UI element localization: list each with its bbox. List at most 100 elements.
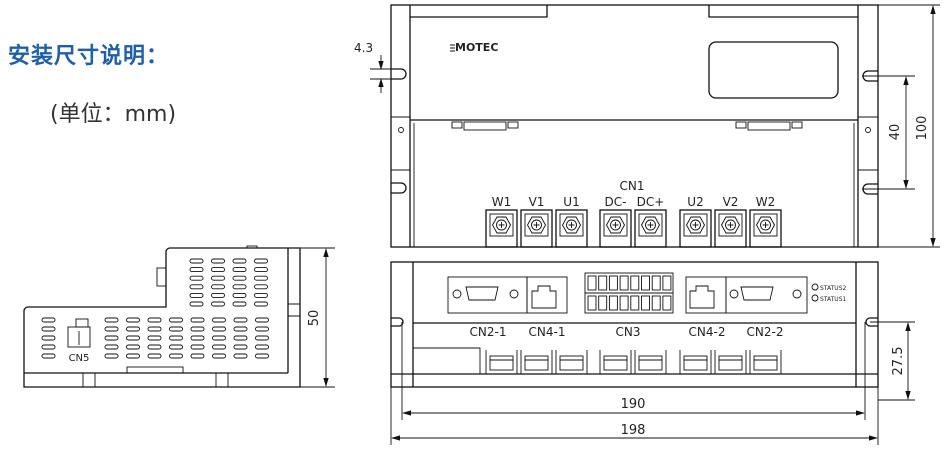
vent-slot — [233, 317, 248, 323]
terminal-label: V1 — [529, 195, 545, 209]
dim-50: 50 — [307, 310, 322, 327]
dim-slot: 4.3 — [354, 41, 373, 55]
vent-slot — [233, 353, 248, 359]
cn3-label: CN3 — [616, 325, 641, 339]
vent-slot — [41, 344, 56, 350]
vent-slot — [189, 258, 204, 264]
terminal-u2: U2 — [679, 195, 712, 248]
vent-slot — [254, 301, 268, 307]
cn4-1-label: CN4-1 — [529, 325, 566, 339]
vent-slot — [211, 258, 225, 264]
vent-slot — [254, 258, 268, 264]
vent-slot — [211, 284, 225, 290]
dim-40: 40 — [888, 124, 903, 141]
vent-slot — [212, 353, 226, 359]
top-view: MOTEC CN1 W1 V1 U1 DC- DC+ U2 V2 W2 4.3 40 100 — [354, 4, 940, 248]
vent-slot — [232, 284, 247, 290]
vent-slot — [126, 317, 140, 323]
unit-label: (单位：mm) — [50, 102, 177, 127]
vent-slot — [104, 335, 119, 341]
vent-slot — [255, 344, 269, 350]
screw-icon — [561, 216, 582, 234]
dim-198: 198 — [621, 423, 646, 438]
cn4-2-label: CN4-2 — [689, 325, 726, 339]
vent-slot — [41, 353, 56, 359]
vent-slot — [41, 326, 56, 332]
vent-slot — [41, 335, 56, 341]
terminal-u1: U1 — [555, 195, 588, 248]
screw-icon — [526, 216, 547, 234]
screw-icon — [640, 216, 661, 234]
vent-slot — [169, 326, 183, 332]
mount-slot — [391, 68, 407, 80]
screw-icon — [605, 216, 626, 234]
vent-slot — [232, 301, 247, 307]
vent-slot — [232, 292, 247, 298]
vent-slot — [211, 301, 225, 307]
vent-slot — [169, 353, 183, 359]
vent-slot — [232, 258, 247, 264]
vent-slot — [104, 326, 119, 332]
vent-slot — [126, 344, 140, 350]
vent-slot — [190, 326, 205, 332]
vent-slot — [147, 335, 162, 341]
terminal-dc+: DC+ — [634, 195, 667, 248]
vent-slot — [254, 284, 268, 290]
vent-slot — [254, 292, 268, 298]
terminal-label: U1 — [563, 195, 579, 209]
vent-slot — [212, 326, 226, 332]
vent-slot — [104, 317, 119, 323]
dim-100: 100 — [915, 116, 930, 141]
cn2-2-label: CN2-2 — [747, 325, 784, 339]
status1-label: STATUS1 — [820, 296, 847, 303]
dim-27-5: 27.5 — [891, 347, 906, 376]
vent-slot — [190, 335, 205, 341]
mount-slot — [391, 182, 407, 194]
side-view: CN5 50 — [23, 245, 335, 388]
vent-slot — [126, 335, 140, 341]
cn5-label: CN5 — [69, 353, 90, 364]
display-window — [708, 41, 839, 99]
vent-slot — [233, 335, 248, 341]
terminal-label: W1 — [492, 195, 512, 209]
vent-slot — [255, 335, 269, 341]
vent-slot — [169, 317, 183, 323]
vent-slot — [211, 267, 225, 273]
screw-icon — [720, 216, 741, 234]
terminal-v2: V2 — [714, 195, 747, 248]
vent-slot — [190, 317, 205, 323]
dim-190: 190 — [621, 397, 646, 412]
vent-slot — [169, 344, 183, 350]
vent-slot — [189, 301, 204, 307]
terminal-label: DC+ — [637, 195, 665, 209]
motec-logo: MOTEC — [455, 41, 498, 54]
vent-slot — [232, 267, 247, 273]
screw-icon — [685, 216, 706, 234]
vent-slot — [211, 275, 225, 281]
terminal-dc-: DC- — [599, 195, 632, 248]
vent-slot — [190, 344, 205, 350]
page-title: 安装尺寸说明： — [8, 44, 170, 69]
vent-slot — [126, 353, 140, 359]
terminal-label: U2 — [687, 195, 703, 209]
vent-slot — [190, 353, 205, 359]
terminal-w2: W2 — [749, 195, 782, 248]
vent-slot — [189, 292, 204, 298]
vent-slot — [104, 353, 119, 359]
cn1-label: CN1 — [620, 179, 645, 193]
terminal-label: V2 — [723, 195, 739, 209]
screw-icon — [755, 216, 776, 234]
vent-slot — [169, 335, 183, 341]
vent-slot — [233, 326, 248, 332]
vent-slot — [212, 317, 226, 323]
vent-slot — [147, 317, 162, 323]
vent-slot — [147, 353, 162, 359]
vent-slot — [254, 275, 268, 281]
vent-slot — [255, 326, 269, 332]
vent-slot — [233, 344, 248, 350]
vent-slot — [189, 284, 204, 290]
terminal-v1: V1 — [520, 195, 553, 248]
screw-icon — [491, 216, 512, 234]
vent-slot — [255, 353, 269, 359]
